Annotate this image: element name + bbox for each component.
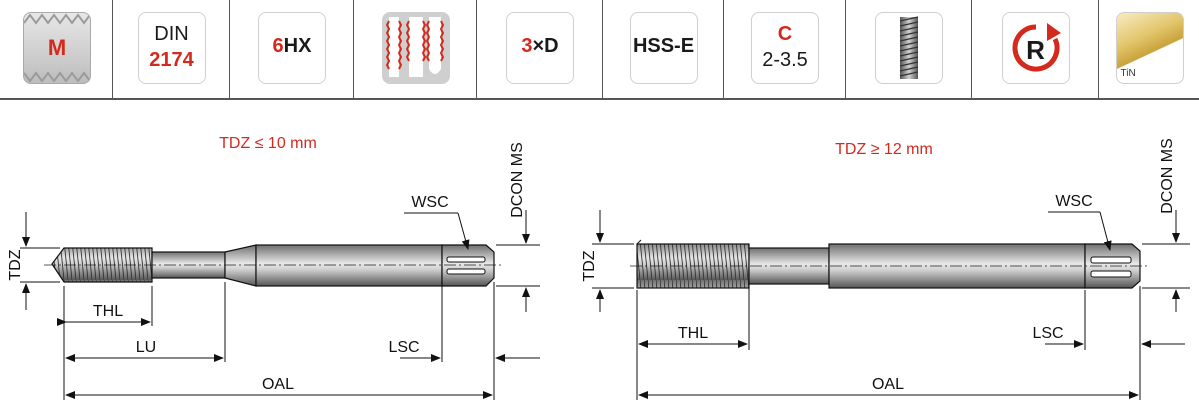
tolerance-badge: 6HX (258, 12, 326, 84)
left-lu-dimension: LU (65, 282, 226, 362)
coating-cell: TiN (1098, 0, 1199, 98)
left-dcon-label: DCON MS (509, 142, 526, 218)
thread-type-cell: M (0, 0, 113, 98)
left-tdz-label: TDZ (7, 249, 24, 280)
depth-label: 3×D (507, 35, 573, 58)
right-hand-rotation-icon: R (1001, 12, 1070, 84)
blind-hole-icon (381, 12, 450, 84)
form-letter: C (777, 23, 793, 45)
right-oal-label: OAL (872, 376, 904, 393)
left-thl-dimension: THL (57, 286, 153, 400)
depth-cell: 3×D (476, 0, 603, 98)
left-oal-dimension: OAL (65, 376, 493, 399)
left-tdz-dimension: TDZ (7, 212, 60, 310)
right-caption: TDZ ≥ 12 mm (835, 141, 933, 158)
tolerance-number: 6 (272, 35, 284, 57)
left-lsc-label: LSC (388, 339, 419, 356)
left-lu-label: LU (136, 339, 156, 356)
left-oal-label: OAL (262, 376, 294, 393)
left-caption: TDZ ≤ 10 mm (219, 135, 317, 152)
left-thl-label: THL (93, 303, 123, 320)
tolerance-label: 6HX (259, 35, 325, 58)
tolerance-cell: 6HX (229, 0, 354, 98)
left-wsc-label: WSC (411, 194, 448, 211)
depth-multiplier: 3 (521, 35, 533, 57)
right-tool-body (630, 239, 1150, 289)
tap-dimension-drawings: TDZ ≤ 10 mm TDZ THL (7, 135, 1190, 400)
left-lsc-dimension: LSC (388, 282, 540, 400)
right-wsc-callout: WSC (1048, 193, 1112, 251)
thread-type-label: M (47, 35, 67, 60)
right-thl-label: THL (678, 325, 708, 342)
right-oal-dimension: OAL (638, 376, 1139, 399)
hole-type-cell (353, 0, 477, 98)
right-dcon-dimension: DCON MS (1142, 138, 1190, 312)
form-range: 2-3.5 (762, 49, 808, 71)
rotation-letter: R (1026, 35, 1045, 65)
depth-badge: 3×D (506, 12, 574, 84)
material-cell: HSS-E (602, 0, 724, 98)
right-tdz-label: TDZ (581, 250, 598, 281)
right-tdz-dimension: TDZ (581, 210, 634, 312)
thread-image-cell (845, 0, 972, 98)
left-dcon-dimension: DCON MS (496, 142, 540, 312)
feature-icon-bar: M DIN 2174 6HX (0, 0, 1199, 100)
material-label: HSS-E (632, 35, 695, 57)
metric-thread-icon: M (23, 12, 91, 84)
standard-badge: DIN 2174 (137, 12, 206, 84)
right-lsc-dimension: LSC (1032, 286, 1185, 400)
left-tool-body (44, 244, 504, 287)
form-badge: C 2-3.5 (751, 12, 819, 84)
coating-label: TiN (1120, 68, 1136, 79)
material-badge: HSS-E (629, 12, 698, 84)
threaded-shank-icon (875, 12, 943, 84)
left-tap-drawing: TDZ ≤ 10 mm TDZ THL (7, 135, 540, 400)
right-thl-dimension: THL (636, 286, 750, 400)
right-wsc-label: WSC (1055, 193, 1092, 210)
standard-line2: 2174 (149, 49, 194, 71)
depth-symbol: ×D (532, 35, 559, 57)
standard-cell: DIN 2174 (112, 0, 230, 98)
tin-coating-swatch: TiN (1115, 12, 1184, 84)
left-wsc-callout: WSC (404, 194, 470, 250)
standard-line1: DIN (154, 23, 189, 45)
right-tap-drawing: TDZ ≥ 12 mm TDZ THL (581, 138, 1190, 400)
right-lsc-label: LSC (1032, 325, 1063, 342)
form-cell: C 2-3.5 (723, 0, 846, 98)
tolerance-class: HX (283, 35, 312, 57)
rotation-cell: R (971, 0, 1099, 98)
right-dcon-label: DCON MS (1159, 138, 1176, 214)
